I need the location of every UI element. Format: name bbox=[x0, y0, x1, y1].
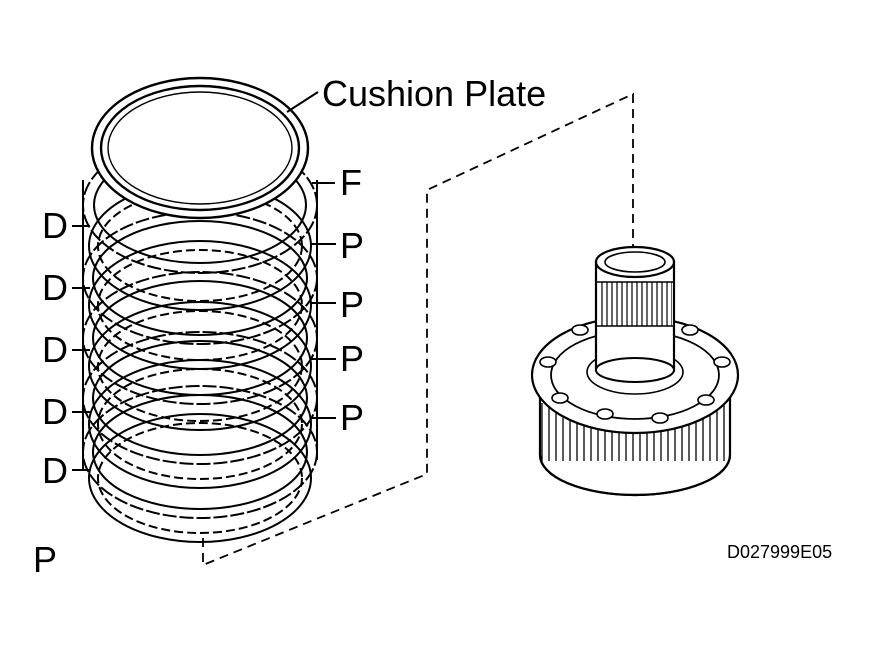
leader-lines bbox=[72, 91, 336, 471]
disc-label: D bbox=[42, 205, 68, 246]
stack-disc bbox=[88, 301, 312, 431]
clutch-pack-stack bbox=[82, 76, 318, 543]
stack-disc bbox=[88, 240, 312, 370]
clutch-drum-hub bbox=[530, 245, 740, 497]
cushion-plate-label: Cushion Plate bbox=[322, 73, 547, 114]
plate-label: P bbox=[340, 225, 365, 266]
flange-label: F bbox=[340, 162, 362, 203]
corner-p-label: P bbox=[33, 539, 58, 580]
stack-cushion-plate bbox=[90, 76, 310, 220]
drawing-code-label: D027999E05 bbox=[727, 542, 833, 562]
disc-label: D bbox=[42, 391, 68, 432]
plate-label: P bbox=[340, 284, 365, 325]
stack-disc bbox=[88, 413, 312, 543]
assembly-dashed-line bbox=[202, 92, 634, 567]
drum-bolt-holes bbox=[539, 324, 731, 424]
stack-plate bbox=[82, 385, 318, 519]
plate-label: P bbox=[340, 397, 365, 438]
disc-label: D bbox=[42, 329, 68, 370]
disc-label: D bbox=[42, 450, 68, 491]
disc-label: D bbox=[42, 267, 68, 308]
plate-label: P bbox=[340, 338, 365, 379]
